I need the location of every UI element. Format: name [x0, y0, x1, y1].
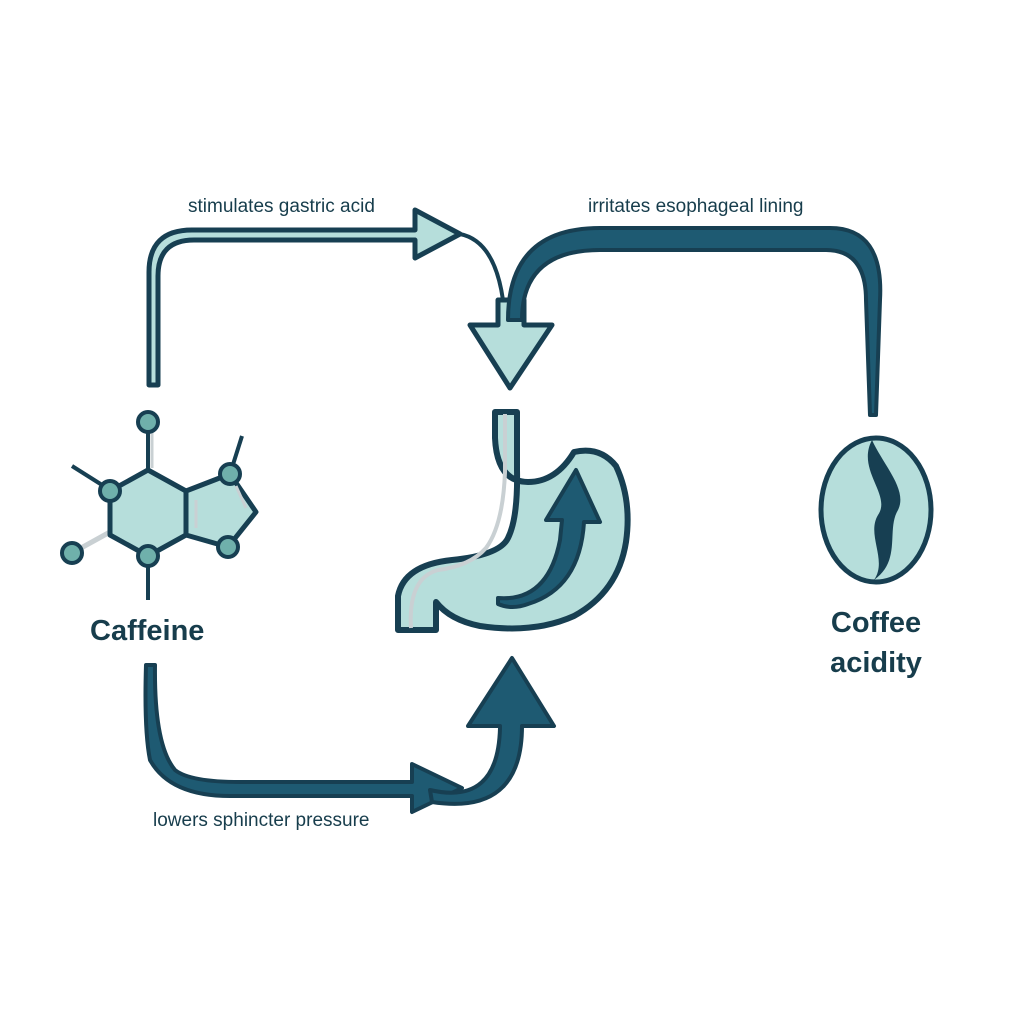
gastric-acid-label: stimulates gastric acid: [188, 196, 375, 217]
esophageal-arrow: [506, 226, 883, 417]
stomach-icon: [395, 409, 631, 633]
coffee-bean-icon: [818, 435, 934, 585]
sphincter-arrow: [143, 656, 556, 814]
sphincter-label: lowers sphincter pressure: [153, 810, 369, 831]
gastric-acid-arrow: [146, 207, 555, 391]
esophageal-label: irritates esophageal lining: [588, 196, 803, 217]
coffee-label-line2: acidity: [830, 647, 922, 679]
caffeine-label: Caffeine: [90, 615, 204, 647]
coffee-label-line1: Coffee: [831, 607, 921, 639]
caffeine-molecule-icon: [60, 410, 259, 600]
